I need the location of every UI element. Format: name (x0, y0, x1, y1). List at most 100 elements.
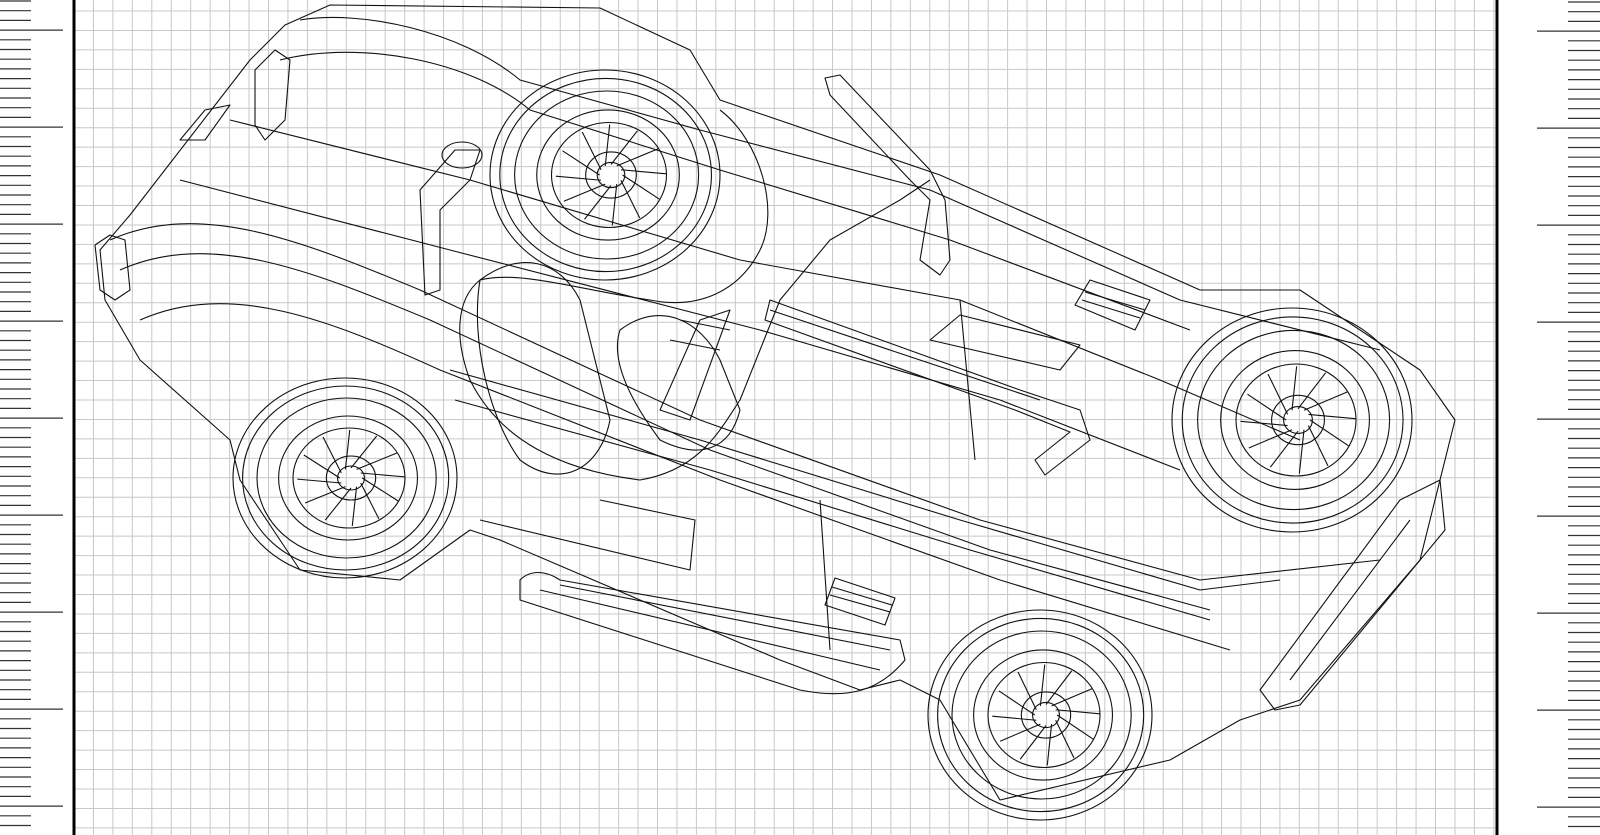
wire-spoke (581, 131, 602, 170)
rim-ring (1197, 329, 1391, 511)
wire-spoke (1248, 429, 1293, 449)
ruler-right (1537, 1, 1600, 828)
wire-spoke (1051, 688, 1093, 707)
rim-ring (1235, 363, 1357, 477)
rim-ring (987, 661, 1101, 769)
wire-spoke (998, 690, 1036, 716)
wire-spoke (1303, 391, 1348, 411)
car-wireframe (94, 4, 1456, 821)
seat-right (616, 315, 741, 451)
exhaust-pipe-bottom (519, 571, 906, 695)
wire-spoke (297, 478, 342, 484)
front-grille (94, 49, 291, 301)
rim-ring (973, 649, 1114, 781)
tire-ring (1181, 316, 1404, 524)
wire-spoke (555, 175, 602, 181)
rim-ring (256, 397, 437, 559)
wire-spoke (304, 486, 346, 504)
rim-ring (951, 630, 1132, 800)
wire-spoke (1045, 670, 1073, 705)
rim-ring (292, 427, 406, 529)
body-side-line-2 (279, 51, 1191, 331)
wire-spoke (360, 472, 405, 478)
wire-spoke (1240, 420, 1288, 427)
rim-ring (278, 415, 419, 541)
tire-ring (927, 609, 1153, 821)
wire-spoke (999, 723, 1041, 742)
side-vent-bottom (824, 577, 896, 626)
ruler-left (0, 0, 63, 827)
belt-line (449, 369, 1281, 591)
wire-spoke (563, 183, 606, 202)
wheel-rear-left (927, 609, 1153, 821)
hub-ring (1283, 406, 1313, 434)
hub-ring (1032, 701, 1060, 729)
hub-ring (1020, 691, 1072, 739)
side-vent-top (1074, 279, 1151, 331)
wire-spoke (322, 436, 342, 474)
body-side-line (299, 16, 1381, 351)
wire-spoke (356, 452, 398, 470)
hood-line-1 (109, 223, 1381, 581)
wire-spoke (350, 435, 378, 469)
cockpit-opening (459, 109, 931, 481)
hood-scoop (929, 314, 1081, 371)
windshield-frame (824, 74, 951, 276)
hub-ring (1271, 394, 1325, 446)
door-line (479, 299, 976, 651)
wire-spoke (344, 429, 351, 470)
wire-spoke (1309, 419, 1349, 447)
belt-line-2 (454, 399, 1211, 621)
car-body-outline (99, 4, 1456, 801)
fuel-cap (441, 141, 483, 169)
wheels (232, 69, 1413, 821)
wheel-rear-right (1171, 307, 1413, 533)
wire-spoke (1269, 430, 1299, 468)
wire-spoke (1307, 425, 1329, 467)
wheel-front-right (489, 69, 721, 281)
wire-spoke (1055, 709, 1100, 715)
rim-ring (536, 109, 680, 241)
wire-spoke (1247, 393, 1287, 421)
tire-ring (1171, 307, 1413, 533)
hub-ring (585, 151, 637, 199)
hood-line-2 (119, 253, 1211, 611)
wire-spoke (622, 174, 660, 200)
wheel-front-left (232, 377, 458, 579)
hub-ring (325, 455, 377, 501)
tire-ring (489, 69, 721, 281)
wire-spoke (992, 715, 1037, 721)
body-side-line-4 (179, 179, 1181, 471)
wire-spoke (562, 150, 600, 176)
roll-bar (419, 149, 481, 296)
wire-spoke (620, 180, 641, 219)
rim-ring (550, 121, 668, 229)
wire-spoke (1308, 413, 1356, 420)
exhaust-pipe-top (764, 299, 1091, 476)
seat-left (476, 262, 611, 475)
rim-ring (1220, 350, 1370, 490)
wire-spoke (610, 130, 638, 165)
wire-spoke (361, 477, 399, 502)
wire-spoke (324, 487, 352, 521)
steering-column (659, 309, 731, 421)
tire-ring (232, 377, 458, 579)
wire-spoke (1267, 373, 1289, 415)
tire-ring (937, 617, 1145, 813)
tire-ring (499, 77, 712, 273)
wire-spoke (611, 184, 618, 226)
tire-ring (242, 385, 450, 571)
wire-spoke (1298, 429, 1305, 474)
wire-spoke (620, 169, 667, 175)
hub-ring (337, 465, 365, 491)
wire-spoke (584, 185, 612, 220)
hood-line-3 (139, 303, 1231, 651)
wire-spoke (1046, 724, 1053, 766)
wire-spoke (1297, 372, 1327, 410)
tail-panel (1259, 479, 1446, 711)
body-side-line-3 (229, 119, 1301, 441)
hub-ring (596, 161, 626, 189)
wire-spoke (1017, 671, 1037, 710)
wire-spoke (1291, 366, 1298, 411)
